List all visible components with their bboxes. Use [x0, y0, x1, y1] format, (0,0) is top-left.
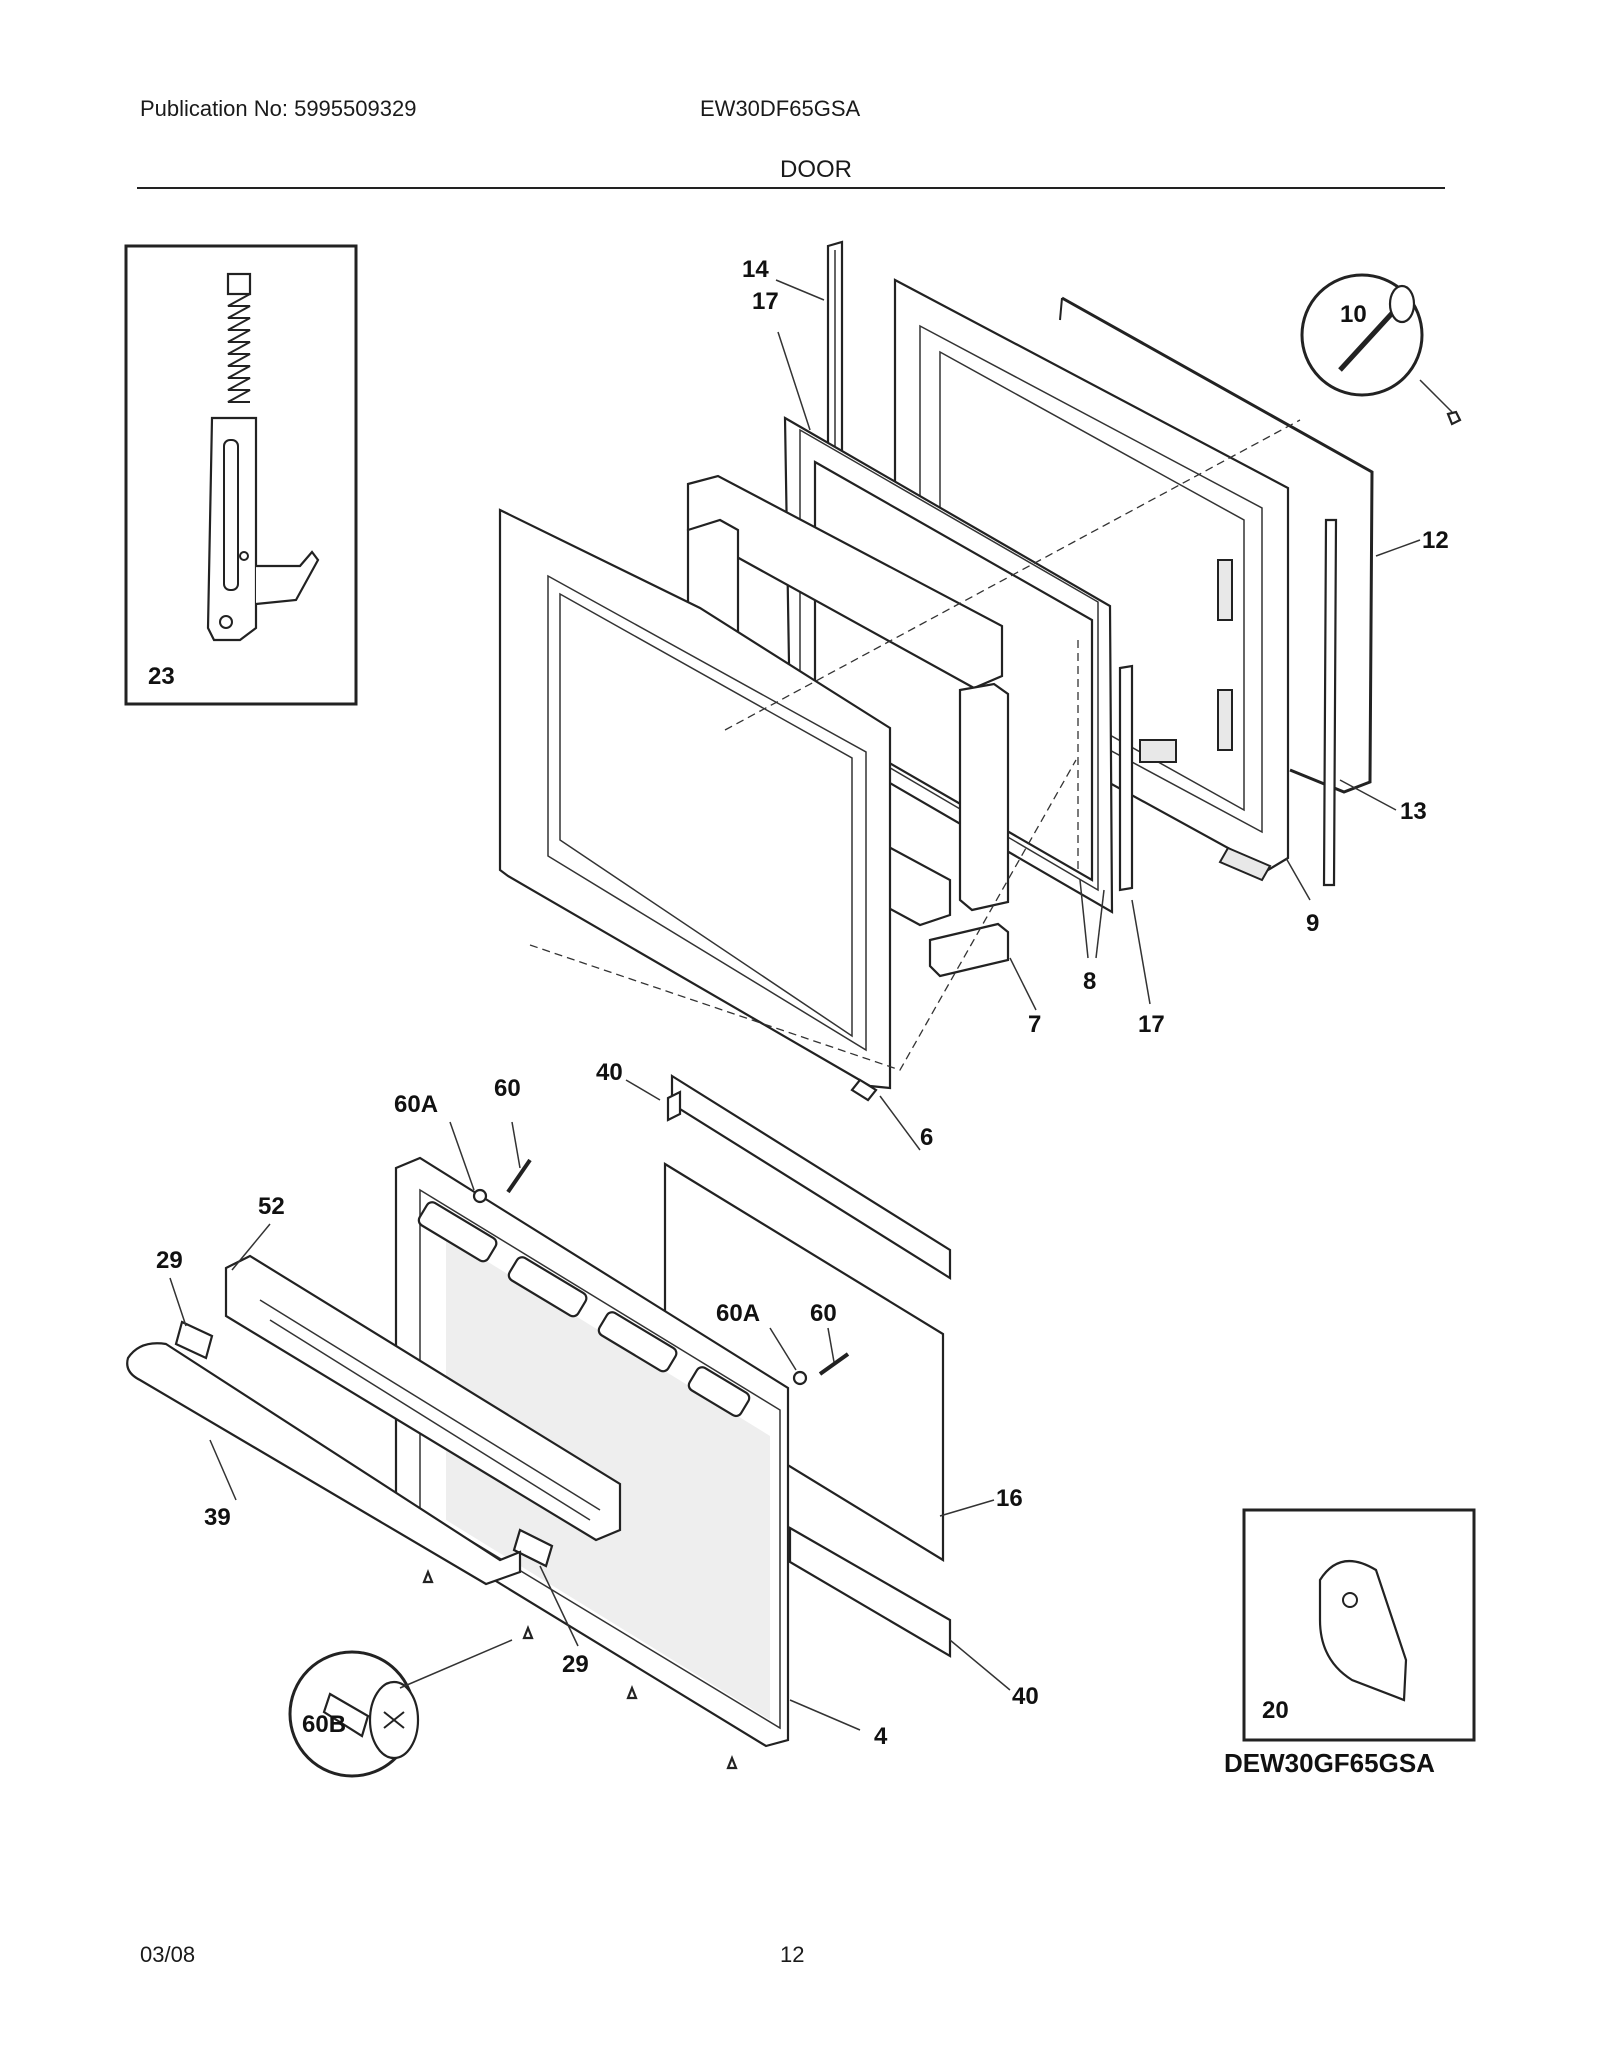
header-rule — [137, 187, 1445, 189]
screw-60-upper — [472, 1158, 532, 1204]
part-29-clip-b — [512, 1528, 554, 1568]
inset-screw-60B — [288, 1650, 420, 1778]
callout-60-lower: 60 — [810, 1300, 837, 1327]
part-13-strip — [1322, 518, 1338, 887]
callout-17-upper: 17 — [752, 288, 779, 315]
callout-17-lower: 17 — [1138, 1011, 1165, 1038]
publication-number: Publication No: 5995509329 — [140, 96, 417, 121]
callout-6: 6 — [920, 1124, 933, 1151]
part-29-clip-a — [174, 1320, 214, 1360]
inset-part-20 — [1242, 1508, 1476, 1742]
screws-60B — [422, 1569, 738, 1770]
callout-20: 20 — [1262, 1697, 1289, 1724]
part-40-bracket-upper — [666, 1074, 952, 1280]
callout-40-upper: 40 — [596, 1059, 623, 1086]
screw-60-lower — [792, 1352, 850, 1386]
callout-60B: 60B — [302, 1711, 346, 1738]
model-number: EW30DF65GSA — [700, 96, 861, 121]
callout-7: 7 — [1028, 1011, 1041, 1038]
guide-line-1 — [529, 759, 1077, 1071]
callout-29-lower: 29 — [562, 1651, 589, 1678]
part-39-handle — [126, 1342, 522, 1586]
callout-8: 8 — [1083, 968, 1096, 995]
callout-60-upper: 60 — [494, 1075, 521, 1102]
part-40-bracket-lower — [788, 1526, 952, 1658]
part-17-strip — [1118, 664, 1134, 892]
part-52-control-panel — [224, 1254, 622, 1542]
variant-model-note: DEW30GF65GSA — [1224, 1748, 1435, 1778]
callout-29-left: 29 — [156, 1247, 183, 1274]
callout-14: 14 — [742, 256, 769, 283]
leader-lines — [169, 279, 1421, 1731]
footer-page-number: 12 — [780, 1942, 805, 1967]
callout-9: 9 — [1306, 910, 1319, 937]
guide-line-2 — [724, 419, 1301, 731]
callout-4: 4 — [874, 1723, 888, 1750]
section-title: DOOR — [780, 156, 852, 183]
inset-hinge-23 — [124, 244, 358, 706]
callout-13: 13 — [1400, 798, 1427, 825]
inset-screw-10 — [1300, 273, 1462, 426]
callout-52: 52 — [258, 1193, 285, 1220]
callout-60A-upper: 60A — [394, 1091, 438, 1118]
callout-60A-lower: 60A — [716, 1300, 760, 1327]
callout-12: 12 — [1422, 527, 1449, 554]
callout-16: 16 — [996, 1485, 1023, 1512]
callout-39: 39 — [204, 1504, 231, 1531]
callout-40-lower: 40 — [1012, 1683, 1039, 1710]
callout-10: 10 — [1340, 301, 1367, 328]
part-6-door-frame — [498, 508, 892, 1102]
footer-date: 03/08 — [140, 1942, 196, 1967]
callout-23: 23 — [148, 663, 175, 690]
